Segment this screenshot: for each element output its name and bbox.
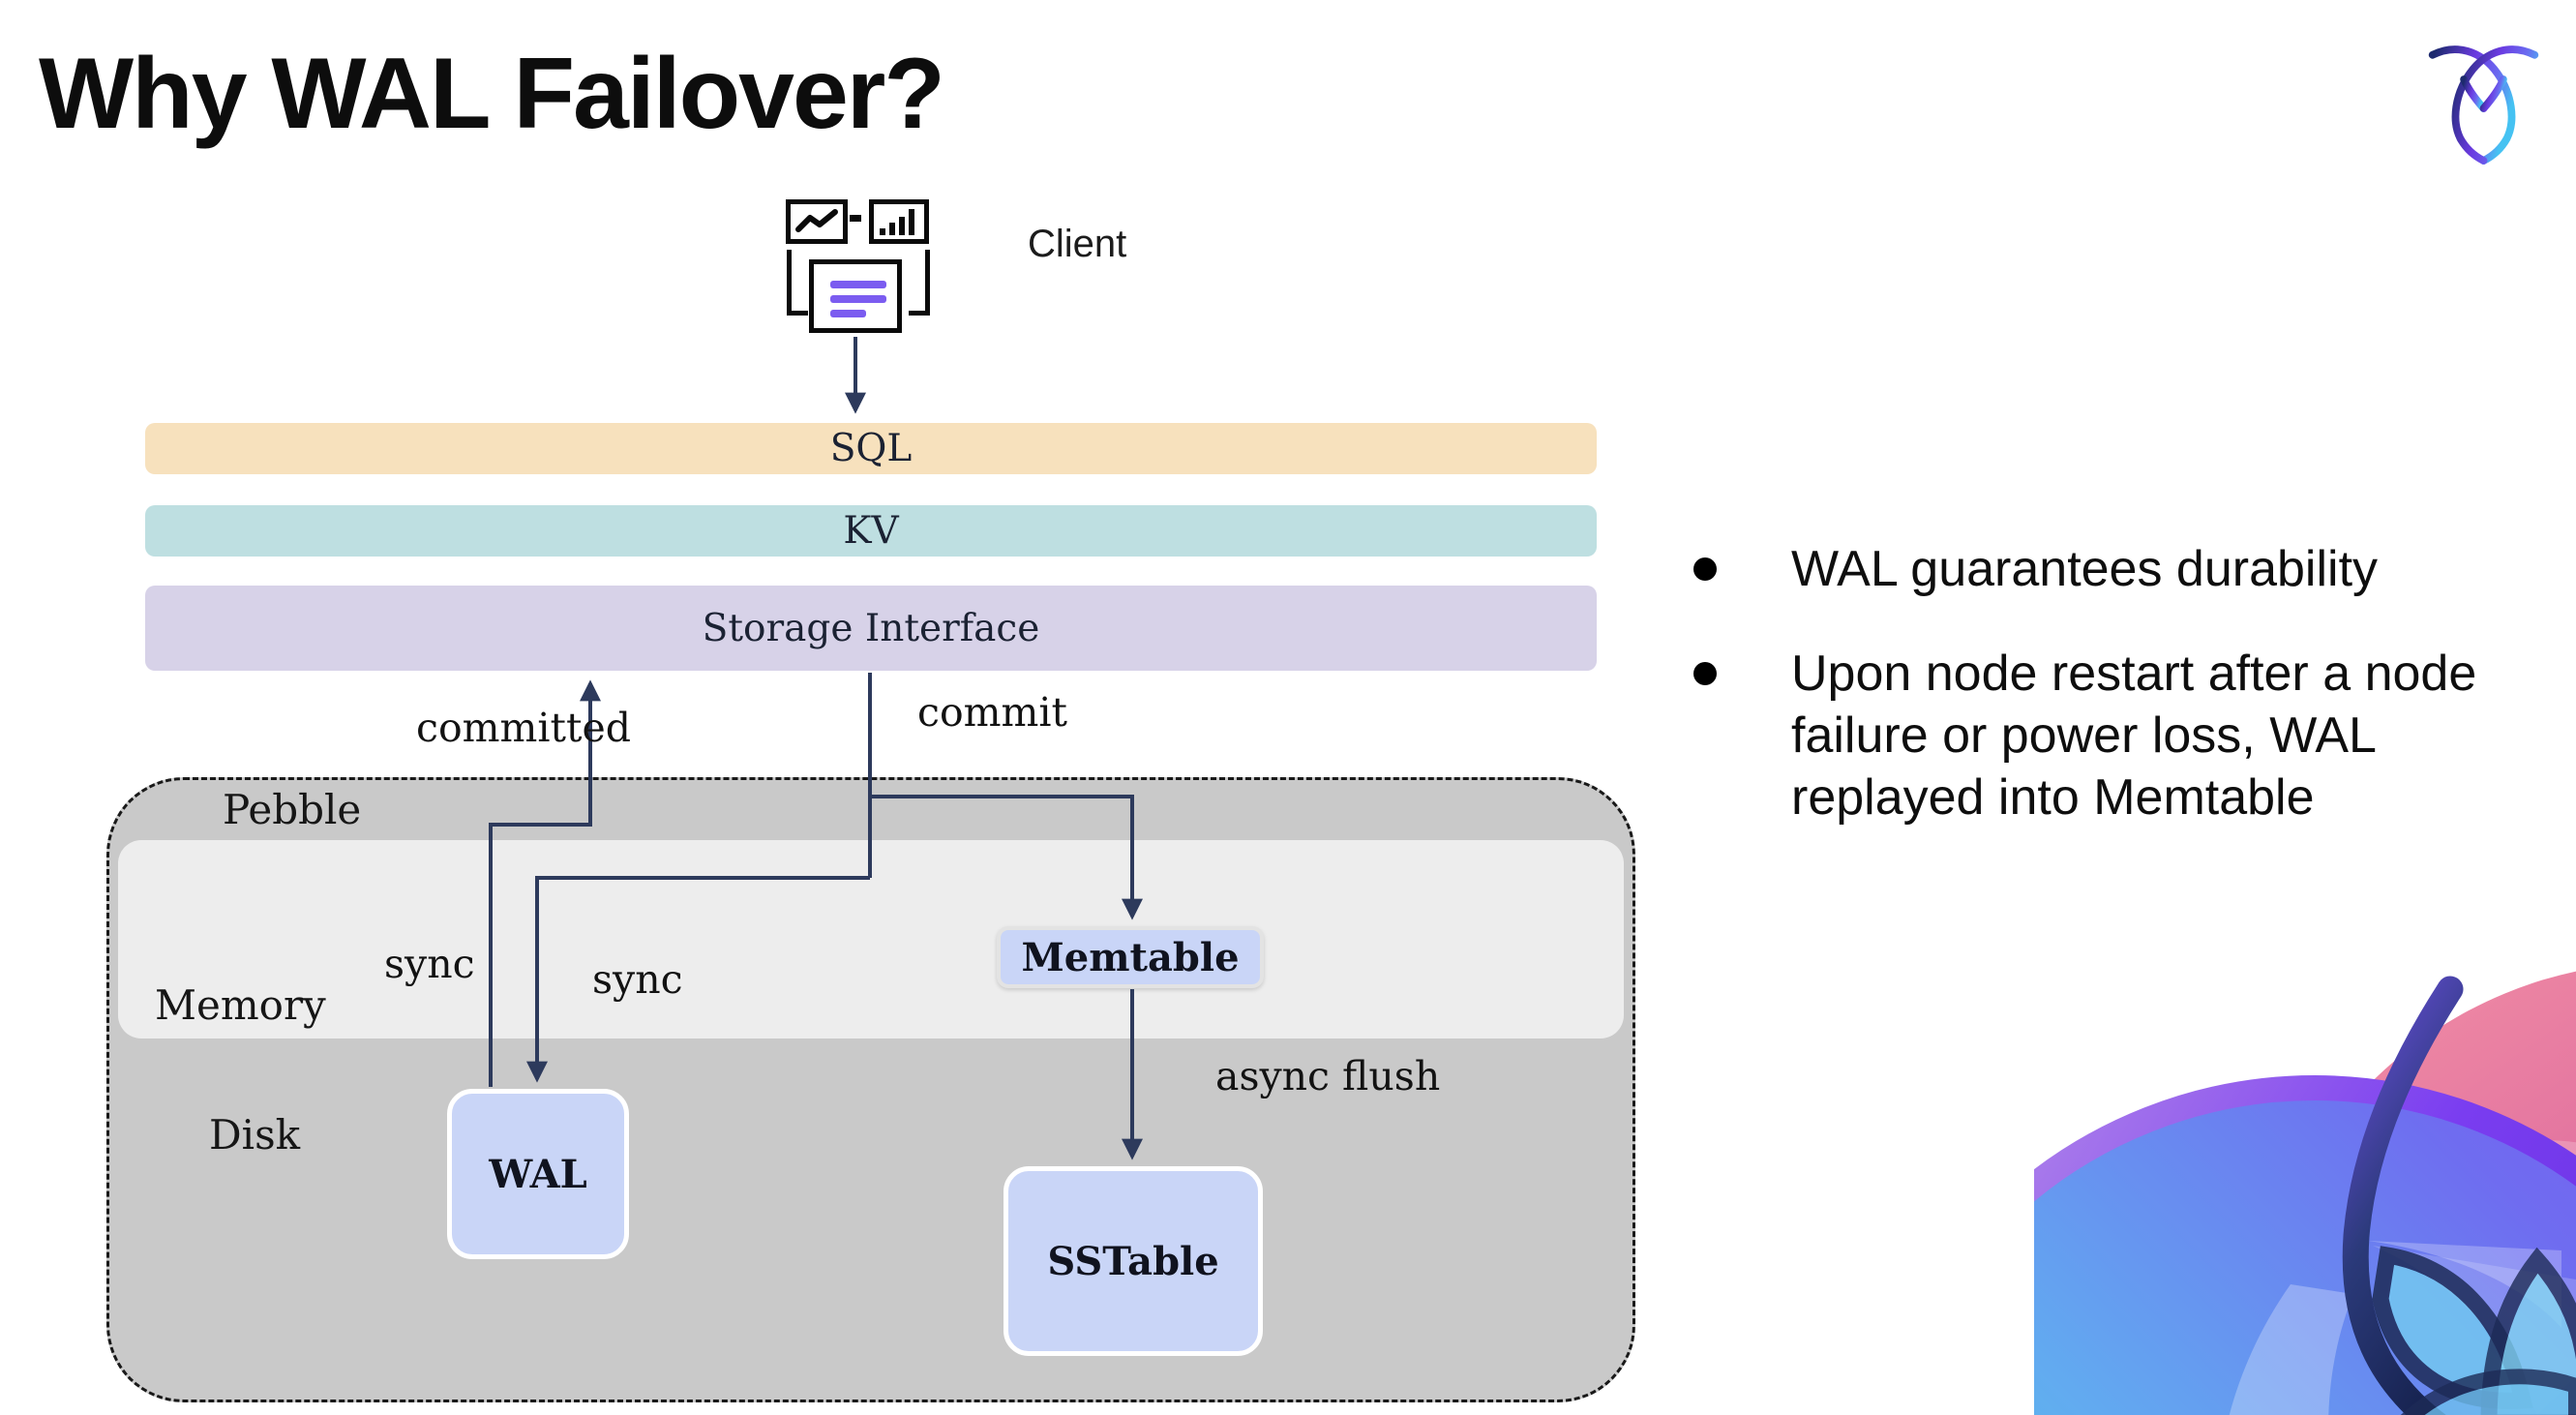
wal-node: WAL — [447, 1089, 629, 1259]
pebble-label: Pebble — [223, 786, 362, 833]
list-item: Upon node restart after a node failure o… — [1693, 643, 2555, 828]
document-icon — [809, 259, 902, 333]
memtable-label: Memtable — [1021, 934, 1240, 980]
bar-chart-icon — [869, 199, 929, 244]
commit-label: commit — [917, 689, 1067, 736]
line-chart-icon — [786, 199, 848, 244]
cockroachdb-logo — [2428, 45, 2539, 165]
list-item: WAL guarantees durability — [1693, 538, 2555, 600]
layer-sql-label: SQL — [829, 427, 913, 470]
icon-connector-dash — [850, 215, 861, 222]
bracket-left — [787, 250, 808, 316]
layer-storage-interface: Storage Interface — [145, 586, 1597, 671]
client-label: Client — [1028, 223, 1127, 265]
layer-kv-label: KV — [843, 509, 899, 553]
layer-sql: SQL — [145, 423, 1597, 474]
sstable-node: SSTable — [1003, 1166, 1263, 1356]
bullet-text: WAL guarantees durability — [1791, 541, 2379, 597]
layer-kv: KV — [145, 505, 1597, 557]
committed-label: committed — [416, 705, 631, 751]
sync-right-label: sync — [592, 956, 683, 1003]
bullet-list: WAL guarantees durability Upon node rest… — [1693, 538, 2555, 871]
async-flush-label: async flush — [1215, 1053, 1441, 1099]
memory-label: Memory — [155, 981, 326, 1029]
client-icon — [780, 196, 944, 350]
sstable-label: SSTable — [1047, 1238, 1219, 1284]
bullet-icon — [1693, 557, 1717, 581]
memtable-node: Memtable — [997, 926, 1264, 988]
bullet-text: Upon node restart after a node failure o… — [1791, 646, 2477, 826]
bullet-icon — [1693, 662, 1717, 685]
disk-label: Disk — [209, 1111, 301, 1159]
wal-label: WAL — [489, 1151, 587, 1197]
memory-band — [118, 840, 1624, 1039]
bracket-right — [909, 250, 930, 316]
sync-left-label: sync — [384, 941, 475, 987]
decorative-brand-art — [2034, 971, 2576, 1415]
page-title: Why WAL Failover? — [39, 38, 945, 150]
layer-storage-interface-label: Storage Interface — [702, 606, 1040, 650]
